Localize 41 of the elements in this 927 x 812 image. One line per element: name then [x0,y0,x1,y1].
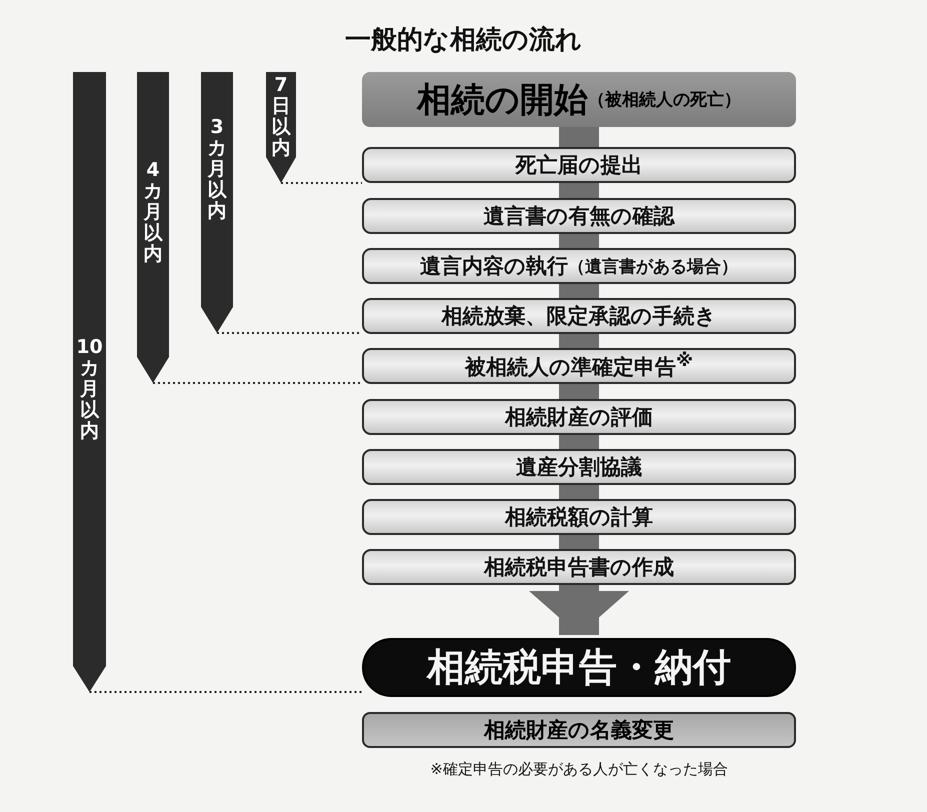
process-box [362,449,796,485]
dotted-guide-line [153,382,362,384]
process-box [362,147,796,183]
step-label: 被相続人の準確定申告$^{※}$ [464,351,693,381]
note-text: （遺言書がある場合） [568,256,738,278]
start-banner [362,72,796,127]
deadline-label: 10カ月以内 [75,337,104,442]
diagram-title: 一般的な相続の流れ [344,24,583,57]
process-box [362,248,796,284]
deadline-pennant [201,72,233,333]
step-label: 死亡届の提出 [516,152,642,179]
process-box [362,298,796,334]
step-label: 遺言内容の執行 [420,253,568,280]
step-label: 相続放棄、限定承認の手続き [442,303,716,330]
flow-arrow [529,585,629,635]
result-pill [362,638,796,697]
banner-title: 相続の開始 [417,78,588,122]
step-label: 相続財産の評価 [505,404,653,431]
process-box [362,499,796,535]
dotted-guide-line [217,332,362,334]
deadline-pennant [266,72,296,183]
deadline-pennant [73,72,106,692]
step-label: 相続税申告書の作成 [484,554,674,581]
process-box [362,399,796,435]
dotted-guide-line [90,691,362,693]
step-label: 相続税申告・納付 [427,644,731,691]
step-label: 遺言書の有無の確認 [484,203,674,230]
process-box [362,198,796,234]
process-box [362,712,796,748]
step-label: 相続税額の計算 [505,504,653,531]
footnote: ※確定申告の必要がある人が亡くなった場合 [429,760,729,779]
step-label: 相続財産の名義変更 [484,717,674,744]
process-box [362,348,796,384]
deadline-label: 3カ月以内 [206,117,228,222]
note-text: （被相続人の死亡） [588,89,741,111]
dotted-guide-line [281,182,362,184]
process-box [362,549,796,585]
step-label: 遺産分割協議 [516,454,642,481]
deadline-label: 4カ月以内 [142,160,164,264]
deadline-pennant [137,72,169,383]
deadline-label: 7日以内 [270,75,292,159]
